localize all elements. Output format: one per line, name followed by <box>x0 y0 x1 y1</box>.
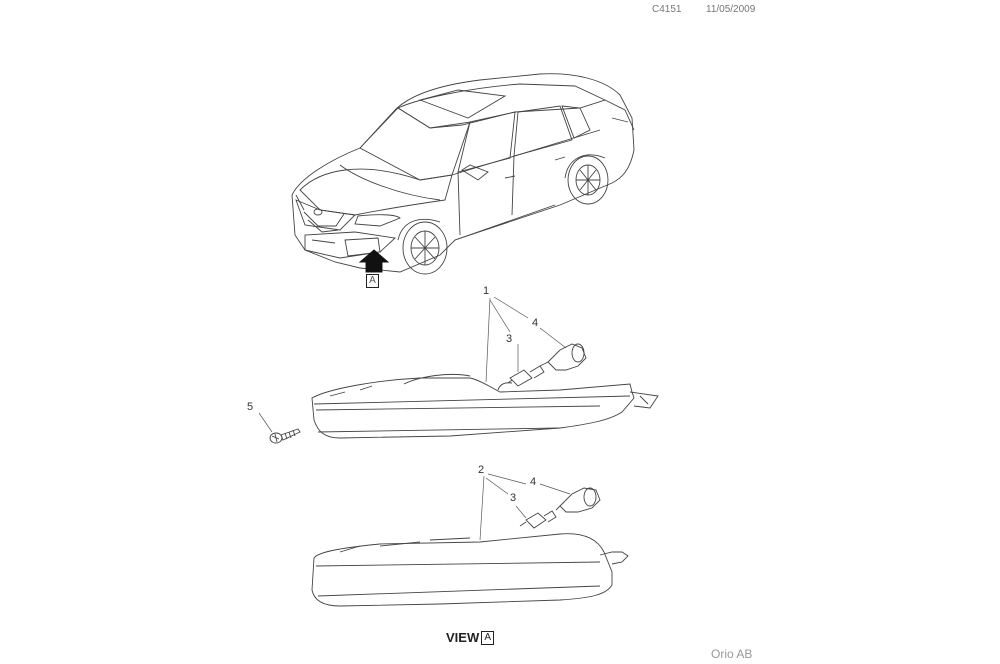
screw-5 <box>270 429 300 443</box>
callout-3-bottom: 3 <box>510 492 517 504</box>
upper-fog-lamp <box>312 374 658 438</box>
lower-fog-lamp <box>312 534 628 606</box>
callout-5: 5 <box>247 401 254 413</box>
view-marker-letter: A <box>366 274 379 288</box>
bulb-3-lower <box>520 511 556 528</box>
bulb-3-upper <box>508 366 544 386</box>
callout-2: 2 <box>478 464 485 476</box>
footer-company: Orio AB <box>711 647 753 661</box>
callout-3-top: 3 <box>506 333 513 345</box>
view-arrow-icon <box>360 250 388 272</box>
callout-1: 1 <box>483 285 490 297</box>
view-label-text: VIEW <box>446 630 480 645</box>
socket-4-upper <box>540 344 586 370</box>
document-date: 11/05/2009 <box>706 4 756 15</box>
car-illustration <box>292 74 634 274</box>
callout-4-top: 4 <box>532 317 539 329</box>
leader-lines <box>259 297 570 540</box>
callout-4-bottom: 4 <box>530 476 537 488</box>
view-label-letter: A <box>481 630 495 645</box>
view-label: VIEW A <box>446 630 495 645</box>
document-code: C4151 <box>652 4 682 15</box>
socket-4-lower <box>556 488 600 512</box>
